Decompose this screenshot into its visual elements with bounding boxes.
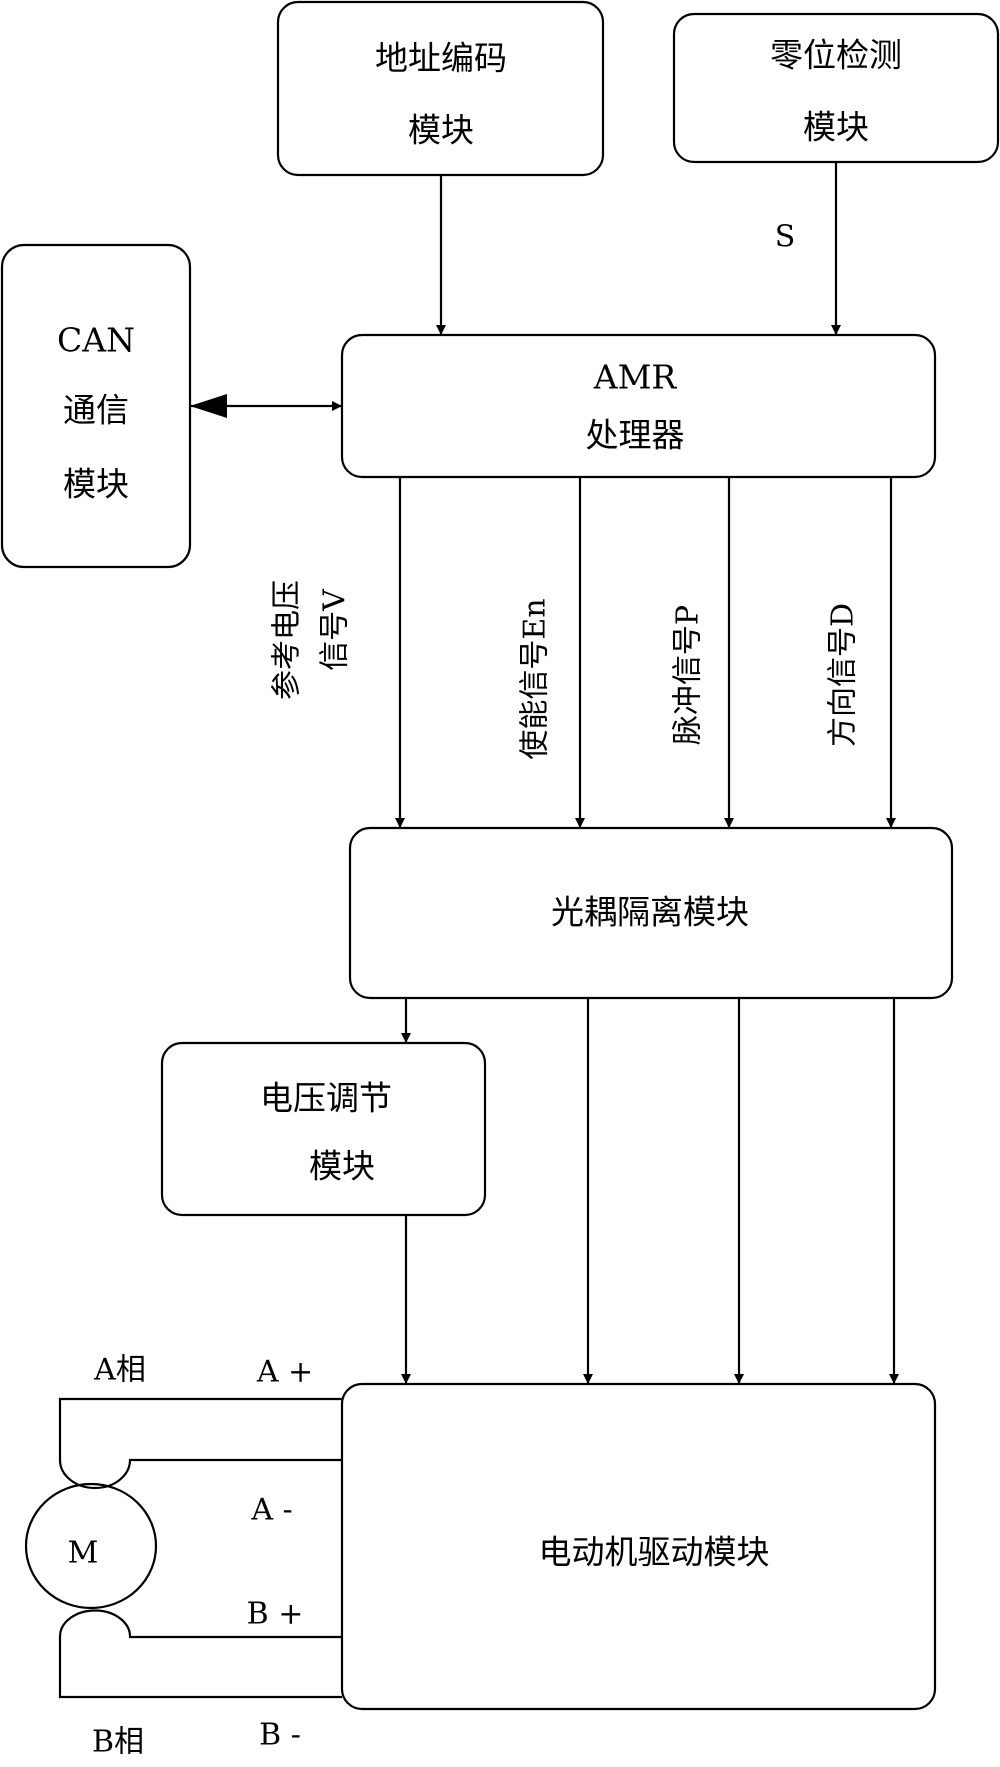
address-encoding-title: 地址编码 xyxy=(375,39,507,78)
motor-circle xyxy=(24,1482,158,1610)
processor-title: AMR xyxy=(593,358,678,397)
motor-driver-label: 电动机驱动模块 xyxy=(539,1533,770,1572)
zero-detection-subtitle: 模块 xyxy=(803,108,869,147)
zero-detection-module: 零位检测 模块 xyxy=(672,12,1000,164)
can-subtitle: 通信 xyxy=(63,391,129,430)
b-minus-label: B - xyxy=(259,1718,301,1753)
pulse-signal-label: 脉冲信号P xyxy=(671,605,706,745)
reference-voltage-label-1: 参考电压 xyxy=(270,580,305,700)
amr-processor-module: AMR 处理器 xyxy=(340,333,937,479)
reference-voltage-label-2: 信号V xyxy=(318,588,353,671)
enable-signal-label: 使能信号En xyxy=(518,598,553,759)
voltage-regulation-subtitle: 模块 xyxy=(309,1147,375,1186)
voltage-regulation-title: 电压调节 xyxy=(260,1079,392,1118)
address-encoding-module: 地址编码 模块 xyxy=(276,0,605,177)
phase-b-label: B相 xyxy=(92,1725,144,1760)
can-subtitle-2: 模块 xyxy=(63,465,129,504)
address-encoding-subtitle: 模块 xyxy=(408,111,474,150)
phase-a-wiring xyxy=(58,1397,342,1490)
a-plus-label: A + xyxy=(256,1355,313,1390)
processor-subtitle: 处理器 xyxy=(586,416,685,455)
zero-detection-title: 零位检测 xyxy=(770,36,902,75)
a-minus-label: A - xyxy=(250,1493,292,1528)
voltage-regulation-module: 电压调节 模块 xyxy=(160,1041,487,1217)
motor-driver-module: 电动机驱动模块 xyxy=(340,1382,937,1711)
optocoupler-label: 光耦隔离模块 xyxy=(551,893,749,932)
can-arrow-head-left xyxy=(190,394,227,418)
motor-label: M xyxy=(68,1536,99,1571)
can-communication-module: CAN 通信 模块 xyxy=(0,243,192,569)
direction-signal-label: 方向信号D xyxy=(826,603,861,747)
zero-signal-label: S xyxy=(775,220,796,255)
phase-b-wiring xyxy=(58,1609,342,1699)
b-plus-label: B + xyxy=(247,1597,304,1632)
optocoupler-module: 光耦隔离模块 xyxy=(348,826,954,1000)
phase-a-label: A相 xyxy=(93,1353,146,1388)
can-title: CAN xyxy=(57,321,135,360)
